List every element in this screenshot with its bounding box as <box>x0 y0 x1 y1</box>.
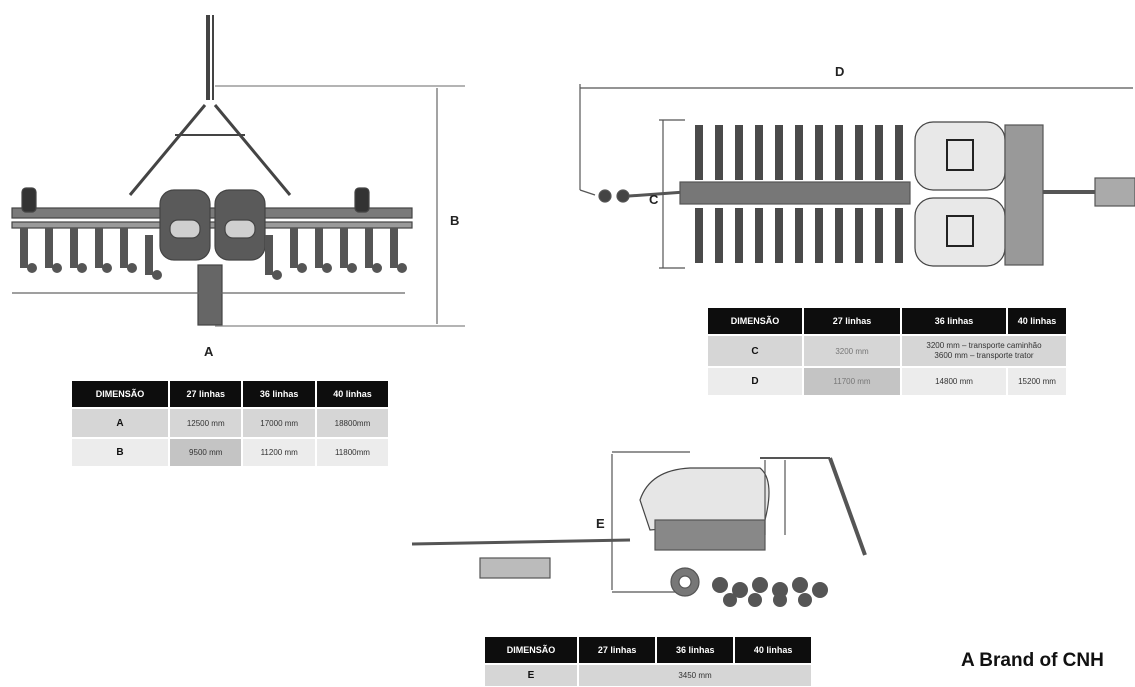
table-header-row: DIMENSÃO 27 linhas 36 linhas 40 linhas <box>708 308 1066 335</box>
top-view-drawing <box>579 84 1135 269</box>
header-40-rows: 40 linhas <box>315 381 388 408</box>
header-40-rows: 40 linhas <box>734 637 811 664</box>
dimension-label-e: E <box>596 516 605 531</box>
table-row: D 11700 mm 14800 mm 15200 mm <box>708 366 1066 395</box>
row-key: E <box>485 663 579 686</box>
dimension-table-side: DIMENSÃO 27 linhas 36 linhas 40 linhas E… <box>485 637 811 686</box>
front-view-drawing <box>11 15 465 327</box>
cell-value: 18800mm <box>315 407 388 438</box>
header-27-rows: 27 linhas <box>803 308 902 335</box>
dimension-label-d: D <box>835 64 845 79</box>
cell-value: 14800 mm <box>901 366 1008 395</box>
header-27-rows: 27 linhas <box>169 381 244 408</box>
row-key: C <box>708 334 804 367</box>
transport-tractor-text: 3600 mm – transporte trator <box>934 351 1034 360</box>
dimension-label-b: B <box>450 213 460 228</box>
brand-tagline: A Brand of CNH <box>961 650 1104 671</box>
header-dimension: DIMENSÃO <box>485 637 579 664</box>
header-dimension: DIMENSÃO <box>72 381 170 408</box>
table-header-row: DIMENSÃO 27 linhas 36 linhas 40 linhas <box>485 637 811 664</box>
dimension-table-top: DIMENSÃO 27 linhas 36 linhas 40 linhas C… <box>708 308 1066 395</box>
cell-value-merged: 3450 mm <box>578 663 811 686</box>
dimension-label-c: C <box>649 192 659 207</box>
header-27-rows: 27 linhas <box>578 637 658 664</box>
header-36-rows: 36 linhas <box>656 637 736 664</box>
cell-value: 11200 mm <box>242 437 317 466</box>
table-header-row: DIMENSÃO 27 linhas 36 linhas 40 linhas <box>72 381 388 408</box>
row-key: A <box>72 407 170 438</box>
row-key: B <box>72 437 170 466</box>
row-key: D <box>708 366 804 395</box>
cell-value-merged: 3200 mm – transporte caminhão 3600 mm – … <box>901 334 1066 367</box>
header-40-rows: 40 linhas <box>1007 308 1066 335</box>
cell-value: 15200 mm <box>1007 366 1066 395</box>
cell-value: 3200 mm <box>803 334 902 367</box>
cell-value: 11800mm <box>315 437 388 466</box>
transport-truck-text: 3200 mm – transporte caminhão <box>926 341 1042 350</box>
cell-value: 12500 mm <box>169 407 244 438</box>
table-row: B 9500 mm 11200 mm 11800mm <box>72 437 388 466</box>
dimension-table-front: DIMENSÃO 27 linhas 36 linhas 40 linhas A… <box>72 381 388 466</box>
dimension-label-a: A <box>204 344 214 359</box>
header-dimension: DIMENSÃO <box>708 308 804 335</box>
cell-value: 11700 mm <box>803 366 902 395</box>
cell-value: 9500 mm <box>169 437 244 466</box>
table-row: A 12500 mm 17000 mm 18800mm <box>72 407 388 438</box>
table-row: C 3200 mm 3200 mm – transporte caminhão … <box>708 334 1066 367</box>
header-36-rows: 36 linhas <box>242 381 317 408</box>
side-view-drawing <box>411 451 867 607</box>
table-row: E 3450 mm <box>485 663 811 686</box>
header-36-rows: 36 linhas <box>901 308 1008 335</box>
cell-value: 17000 mm <box>242 407 317 438</box>
